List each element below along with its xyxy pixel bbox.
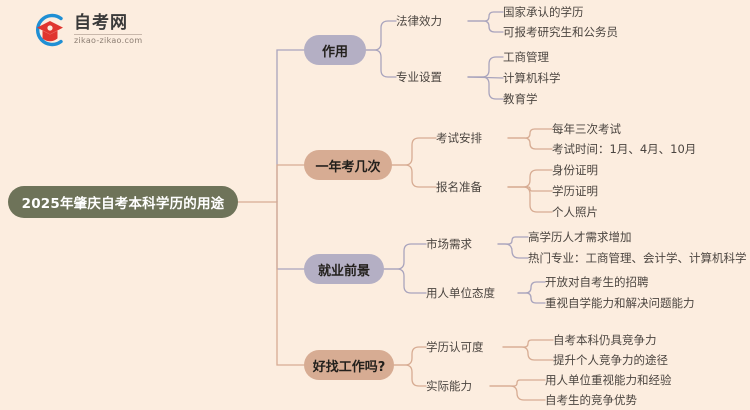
leaf-node-4-2-1[interactable]: 用人单位重视能力和经验 [545, 371, 745, 389]
sub-node-3-2[interactable]: 用人单位态度 [426, 284, 516, 302]
sub-node-4-1-label: 学历认可度 [426, 340, 484, 354]
leaf-node-2-1-1[interactable]: 每年三次考试 [552, 120, 750, 138]
leaf-node-1-1-2[interactable]: 可报考研究生和公务员 [503, 23, 743, 41]
leaf-node-4-1-2-label: 提升个人竞争力的途径 [553, 353, 668, 367]
leaf-node-3-2-1-label: 开放对自考生的招聘 [545, 275, 649, 289]
leaf-node-2-2-3[interactable]: 个人照片 [552, 203, 750, 221]
logo-divider [74, 34, 143, 35]
leaf-node-1-2-2[interactable]: 计算机科学 [503, 69, 703, 87]
sub-node-1-1[interactable]: 法律效力 [396, 12, 466, 30]
leaf-node-1-2-1[interactable]: 工商管理 [503, 48, 703, 66]
sub-node-1-2-label: 专业设置 [396, 70, 442, 84]
leaf-node-4-1-1-label: 自考本科仍具竞争力 [553, 333, 657, 347]
leaf-node-2-1-1-label: 每年三次考试 [552, 122, 621, 136]
leaf-node-1-2-3[interactable]: 教育学 [503, 90, 703, 108]
sub-node-3-2-label: 用人单位态度 [426, 286, 495, 300]
root-node-label: 2025年肇庆自考本科学历的用途 [21, 196, 225, 212]
leaf-node-3-1-2[interactable]: 热门专业：工商管理、会计学、计算机科学 [528, 249, 750, 267]
leaf-node-1-1-1-label: 国家承认的学历 [503, 5, 584, 19]
leaf-node-4-2-1-label: 用人单位重视能力和经验 [545, 373, 672, 387]
sub-node-4-2-label: 实际能力 [426, 379, 472, 393]
leaf-node-4-1-2[interactable]: 提升个人竞争力的途径 [553, 351, 750, 369]
leaf-node-2-1-2-label: 考试时间：1月、4月、10月 [552, 142, 697, 156]
leaf-node-4-2-2[interactable]: 自考生的竞争优势 [545, 391, 745, 409]
branch-node-2[interactable]: 一年考几次 [304, 150, 392, 180]
leaf-node-3-1-1-label: 高学历人才需求增加 [528, 230, 632, 244]
sub-node-4-2[interactable]: 实际能力 [426, 377, 501, 395]
leaf-node-2-2-1-label: 身份证明 [552, 163, 598, 177]
root-node[interactable]: 2025年肇庆自考本科学历的用途 [8, 186, 238, 218]
leaf-node-1-2-3-label: 教育学 [503, 92, 538, 106]
branch-node-1-label: 作用 [321, 44, 348, 60]
branch-node-3[interactable]: 就业前景 [304, 254, 384, 284]
leaf-node-2-2-2[interactable]: 学历证明 [552, 182, 750, 200]
logo-mark-icon [28, 9, 70, 51]
leaf-node-3-1-1[interactable]: 高学历人才需求增加 [528, 228, 743, 246]
sub-node-2-2[interactable]: 报名准备 [436, 178, 506, 196]
branch-node-3-label: 就业前景 [317, 263, 370, 279]
logo-text-block: 自考网 zikao-zikao.com [74, 13, 143, 45]
sub-node-4-1[interactable]: 学历认可度 [426, 338, 501, 356]
leaf-node-1-1-1[interactable]: 国家承认的学历 [503, 3, 713, 21]
leaf-node-3-2-2[interactable]: 重视自学能力和解决问题能力 [545, 294, 745, 312]
branch-node-2-label: 一年考几次 [315, 159, 381, 175]
leaf-node-2-2-1[interactable]: 身份证明 [552, 161, 750, 179]
branch-node-1[interactable]: 作用 [304, 35, 366, 65]
sub-node-2-2-label: 报名准备 [436, 180, 482, 194]
leaf-node-4-2-2-label: 自考生的竞争优势 [545, 393, 637, 407]
leaf-node-3-2-2-label: 重视自学能力和解决问题能力 [545, 296, 695, 310]
sub-node-3-1-label: 市场需求 [426, 237, 472, 251]
leaf-node-2-1-2[interactable]: 考试时间：1月、4月、10月 [552, 140, 750, 158]
sub-node-3-1[interactable]: 市场需求 [426, 235, 496, 253]
sub-node-1-2[interactable]: 专业设置 [396, 68, 466, 86]
leaf-node-1-2-1-label: 工商管理 [503, 50, 549, 64]
sub-node-1-1-label: 法律效力 [396, 14, 442, 28]
leaf-node-3-1-2-label: 热门专业：工商管理、会计学、计算机科学 [528, 251, 747, 265]
branch-node-4-label: 好找工作吗? [312, 359, 386, 375]
leaf-node-1-1-2-label: 可报考研究生和公务员 [503, 25, 618, 39]
branch-node-4[interactable]: 好找工作吗? [304, 350, 394, 380]
leaf-node-4-1-1[interactable]: 自考本科仍具竞争力 [553, 331, 750, 349]
leaf-node-2-2-3-label: 个人照片 [552, 205, 598, 219]
logo-title: 自考网 [74, 13, 128, 33]
sub-node-2-1-label: 考试安排 [436, 131, 482, 145]
site-logo: 自考网 zikao-zikao.com [28, 9, 168, 51]
logo-subtitle: zikao-zikao.com [74, 36, 143, 45]
leaf-node-3-2-1[interactable]: 开放对自考生的招聘 [545, 273, 745, 291]
sub-node-2-1[interactable]: 考试安排 [436, 129, 506, 147]
leaf-node-1-2-2-label: 计算机科学 [503, 71, 561, 85]
leaf-node-2-2-2-label: 学历证明 [552, 184, 598, 198]
